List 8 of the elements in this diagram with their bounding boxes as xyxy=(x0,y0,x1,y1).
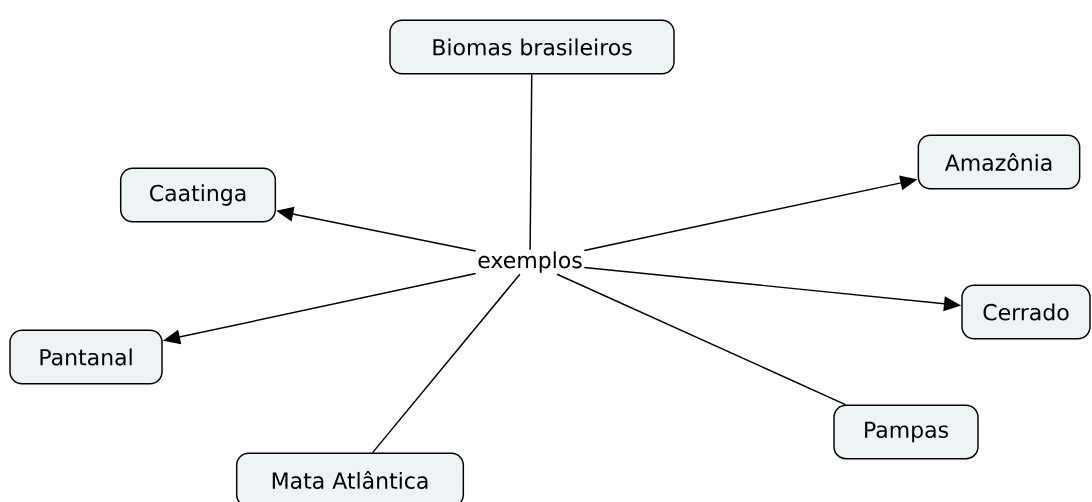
linking-phrase: exemplos xyxy=(475,250,585,274)
concept-box: Biomas brasileiros xyxy=(389,19,675,75)
concept-box: Mata Atlântica xyxy=(235,452,465,502)
concept-box: Pantanal xyxy=(9,329,163,385)
concept-box: Pampas xyxy=(833,404,979,460)
concept-box: Caatinga xyxy=(119,167,277,223)
concept-box: Amazônia xyxy=(917,134,1081,190)
concept-box: Cerrado xyxy=(961,284,1091,340)
